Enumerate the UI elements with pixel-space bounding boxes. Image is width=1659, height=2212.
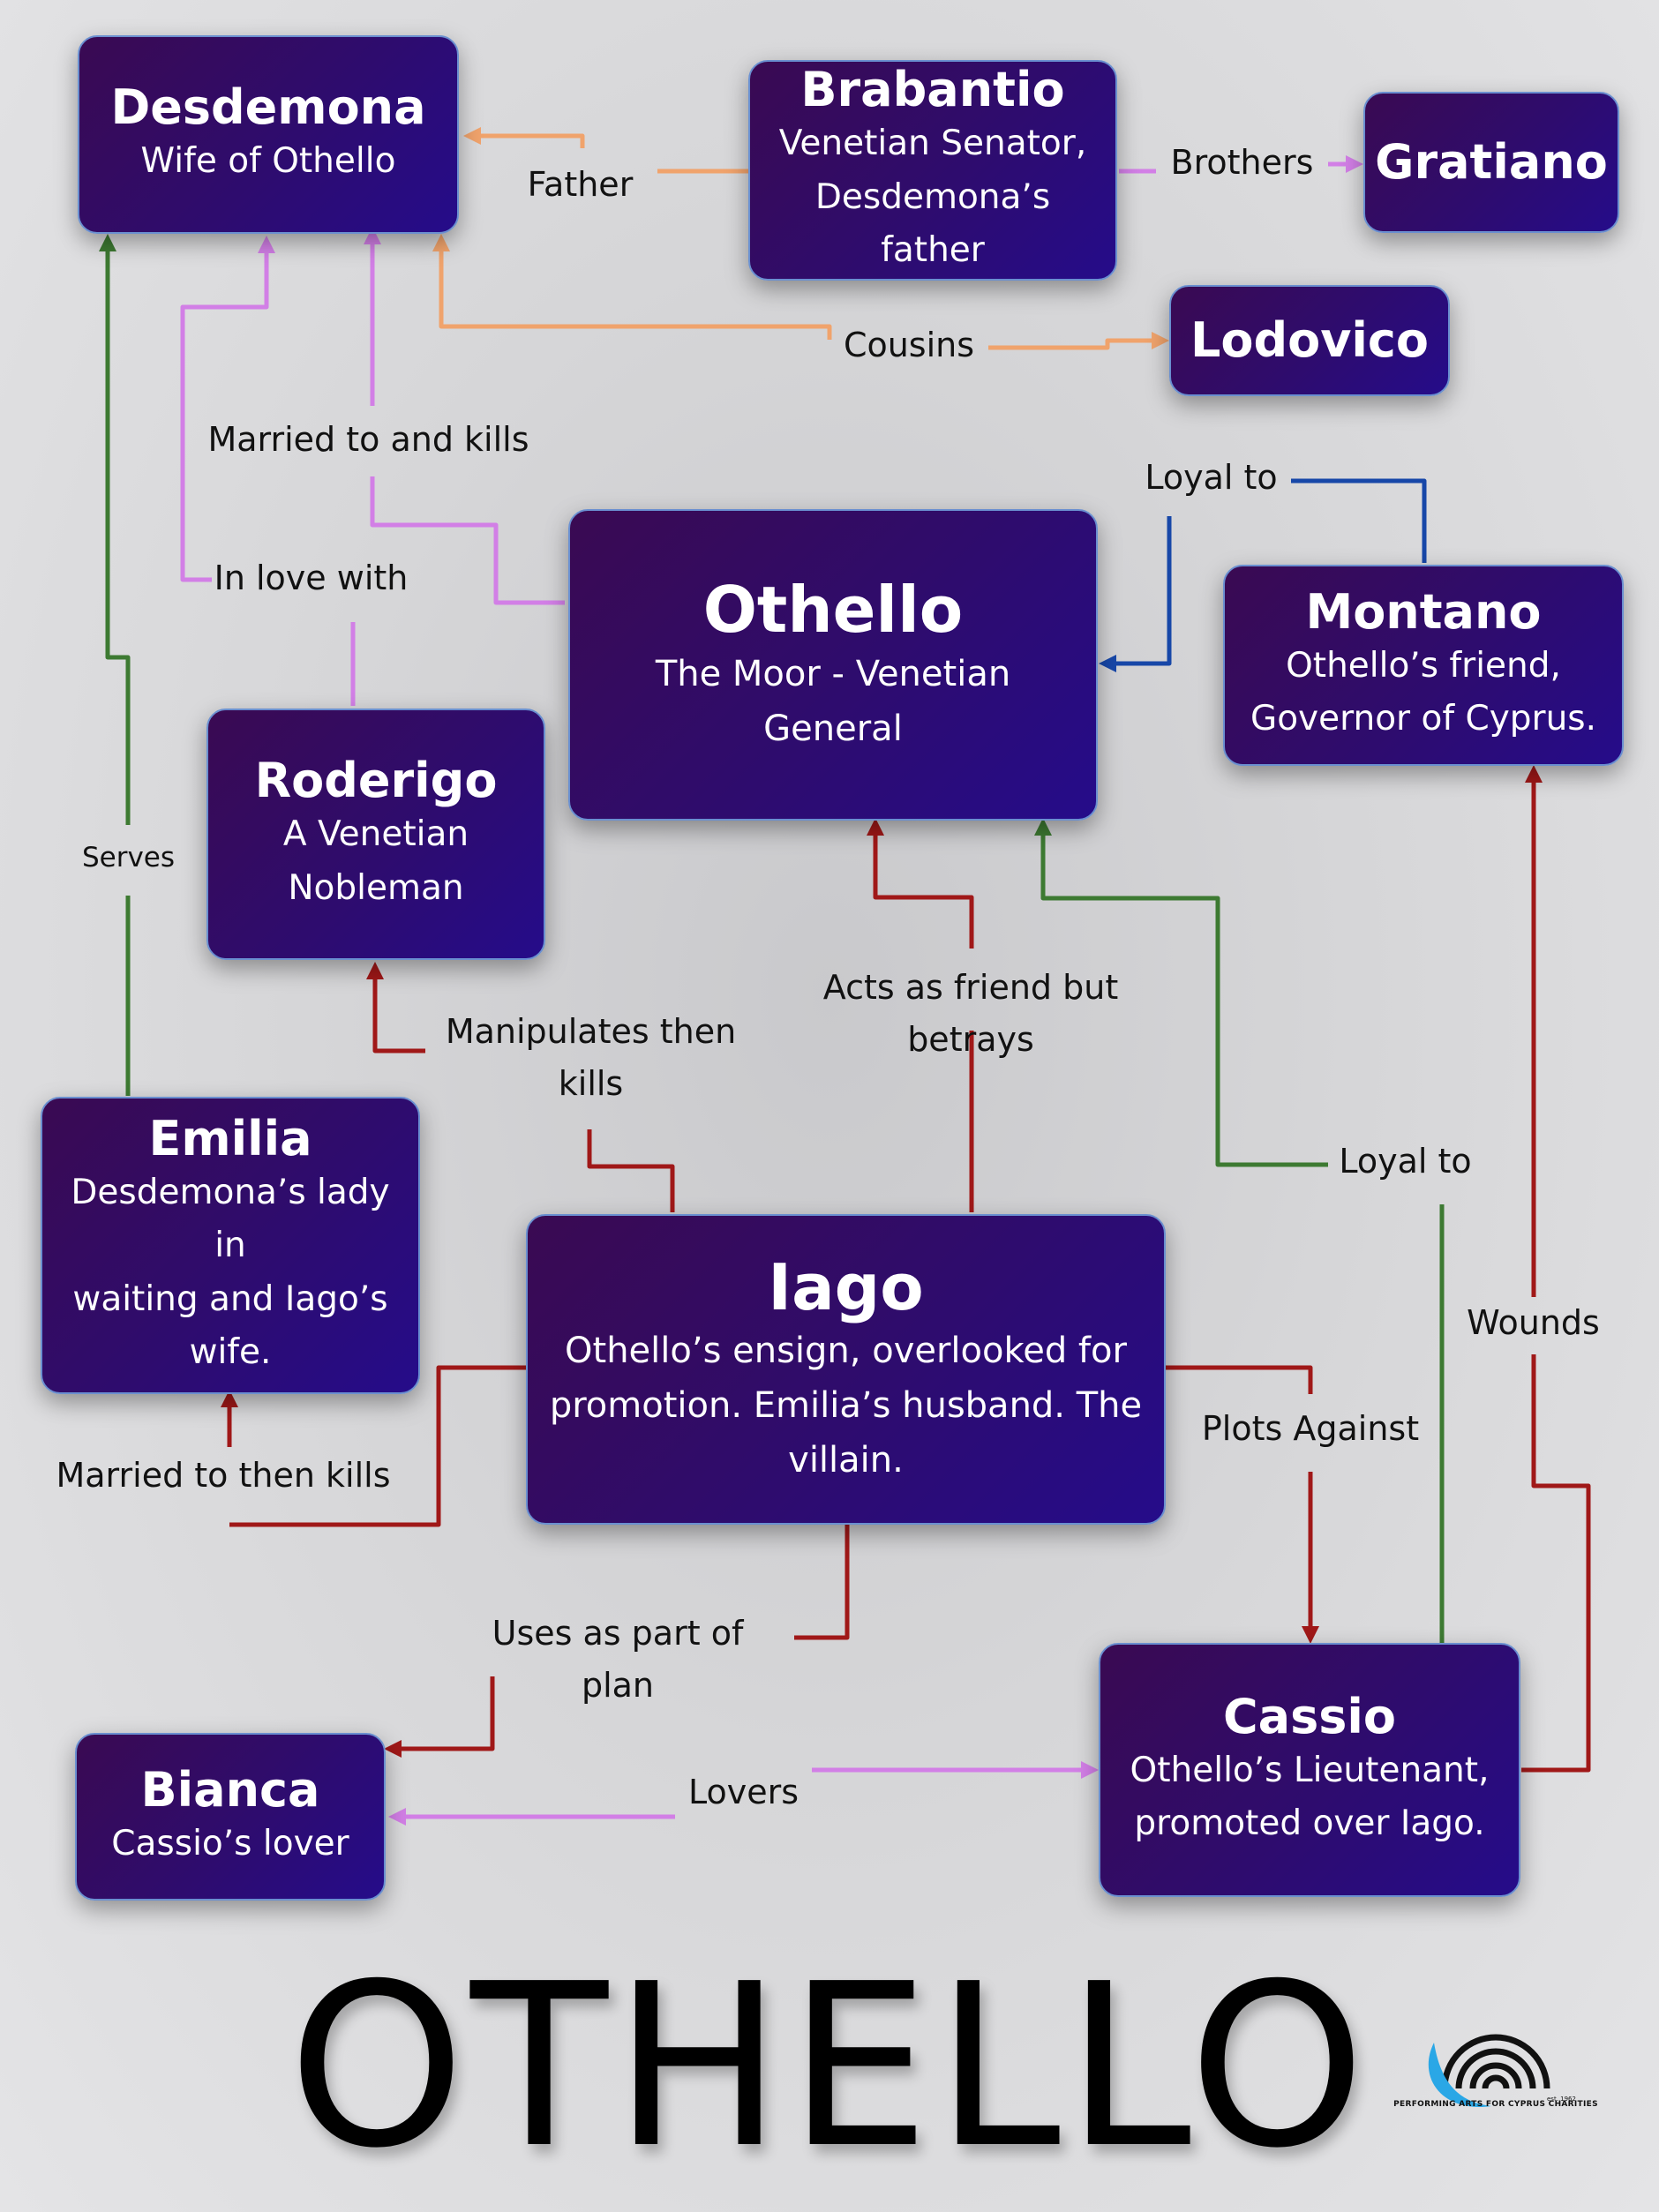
- node-montano-desc: Othello’s friend, Governor of Cyprus.: [1250, 645, 1597, 739]
- logo-est: est. 1962: [1547, 2096, 1576, 2103]
- logo-caption: PERFORMING ARTS FOR CYPRUS CHARITIES: [1393, 2100, 1598, 2109]
- edge-loyal-montano: [1291, 478, 1427, 563]
- edge-cousins: [432, 234, 832, 340]
- charity-logo: est. 1962: [1428, 2034, 1576, 2108]
- label-brothers: Brothers: [1170, 143, 1314, 182]
- node-lodovico: Lodovico: [1169, 285, 1450, 396]
- label-wounds: Wounds: [1467, 1303, 1600, 1342]
- edge-loyal-montano-arrow: [1099, 516, 1172, 672]
- node-lodovico-name: Lodovico: [1190, 311, 1430, 368]
- node-desdemona-name: Desdemona: [110, 79, 426, 136]
- edge-married-then-kills: [229, 1365, 527, 1527]
- node-brabantio-desc: Venetian Senator, Desdemona’s father: [778, 124, 1087, 271]
- node-roderigo: Roderigo A Venetian Nobleman: [206, 709, 545, 960]
- page-title: OTHELLO: [288, 1936, 1371, 2198]
- edge-loyal-cassio-arrow: [1034, 818, 1328, 1167]
- edge-acts-friend-arrow: [867, 818, 974, 949]
- node-cassio-desc: Othello’s Lieutenant, promoted over Iago…: [1130, 1750, 1490, 1844]
- node-iago-desc: Othello’s ensign, overlooked for promoti…: [549, 1331, 1143, 1481]
- edge-cousins-arrow: [988, 332, 1169, 350]
- node-brabantio: Brabantio Venetian Senator, Desdemona’s …: [748, 60, 1117, 281]
- node-desdemona-desc: Wife of Othello: [140, 141, 396, 182]
- label-manipulates: Manipulates then kills: [445, 1012, 737, 1103]
- node-iago: Iago Othello’s ensign, overlooked for pr…: [526, 1214, 1166, 1525]
- label-in-love: In love with: [214, 559, 409, 597]
- node-roderigo-name: Roderigo: [254, 753, 498, 809]
- node-montano-name: Montano: [1305, 583, 1542, 640]
- label-married-then-kills: Married to then kills: [56, 1456, 391, 1495]
- node-brabantio-name: Brabantio: [800, 62, 1065, 118]
- node-cassio: Cassio Othello’s Lieutenant, promoted ov…: [1099, 1643, 1520, 1897]
- edge-married-kills: [370, 476, 565, 605]
- node-bianca-name: Bianca: [140, 1761, 320, 1818]
- edge-uses-arrow: [384, 1676, 495, 1758]
- label-loyal-cassio: Loyal to: [1339, 1142, 1472, 1181]
- edge-father-arrow: [463, 127, 585, 148]
- edge-serves-arrow: [99, 234, 131, 825]
- node-othello: Othello The Moor - Venetian General: [568, 509, 1098, 821]
- node-roderigo-desc: A Venetian Nobleman: [282, 814, 469, 908]
- edge-plots: [1166, 1365, 1313, 1394]
- edge-manipulates: [587, 1129, 675, 1212]
- label-acts-friend: Acts as friend but betrays: [822, 968, 1119, 1059]
- label-married-kills: Married to and kills: [207, 420, 529, 459]
- label-father: Father: [527, 165, 634, 204]
- node-othello-desc: The Moor - Venetian General: [655, 653, 1011, 749]
- node-montano: Montano Othello’s friend, Governor of Cy…: [1223, 565, 1624, 766]
- edge-manipulates-arrow: [366, 962, 425, 1054]
- node-emilia: Emilia Desdemona’s lady in waiting and I…: [41, 1097, 420, 1394]
- label-lovers: Lovers: [687, 1773, 799, 1811]
- label-loyal-montano: Loyal to: [1145, 458, 1278, 497]
- node-othello-name: Othello: [702, 573, 964, 648]
- edge-wounds: [1521, 1354, 1591, 1773]
- edge-uses: [794, 1525, 850, 1640]
- label-cousins: Cousins: [843, 326, 975, 364]
- node-gratiano-name: Gratiano: [1375, 133, 1608, 190]
- node-desdemona: Desdemona Wife of Othello: [78, 35, 459, 234]
- label-plots: Plots Against: [1201, 1409, 1420, 1448]
- edge-in-love-arrow: [180, 236, 275, 582]
- label-uses: Uses as part of plan: [492, 1614, 744, 1705]
- node-bianca: Bianca Cassio’s lover: [75, 1733, 386, 1901]
- node-emilia-desc: Desdemona’s lady in waiting and Iago’s w…: [71, 1172, 390, 1372]
- node-iago-name: Iago: [768, 1249, 924, 1324]
- node-emilia-name: Emilia: [148, 1110, 312, 1166]
- node-cassio-name: Cassio: [1223, 1688, 1396, 1744]
- label-serves: Serves: [81, 842, 176, 874]
- node-gratiano: Gratiano: [1363, 92, 1619, 233]
- node-bianca-desc: Cassio’s lover: [111, 1823, 349, 1863]
